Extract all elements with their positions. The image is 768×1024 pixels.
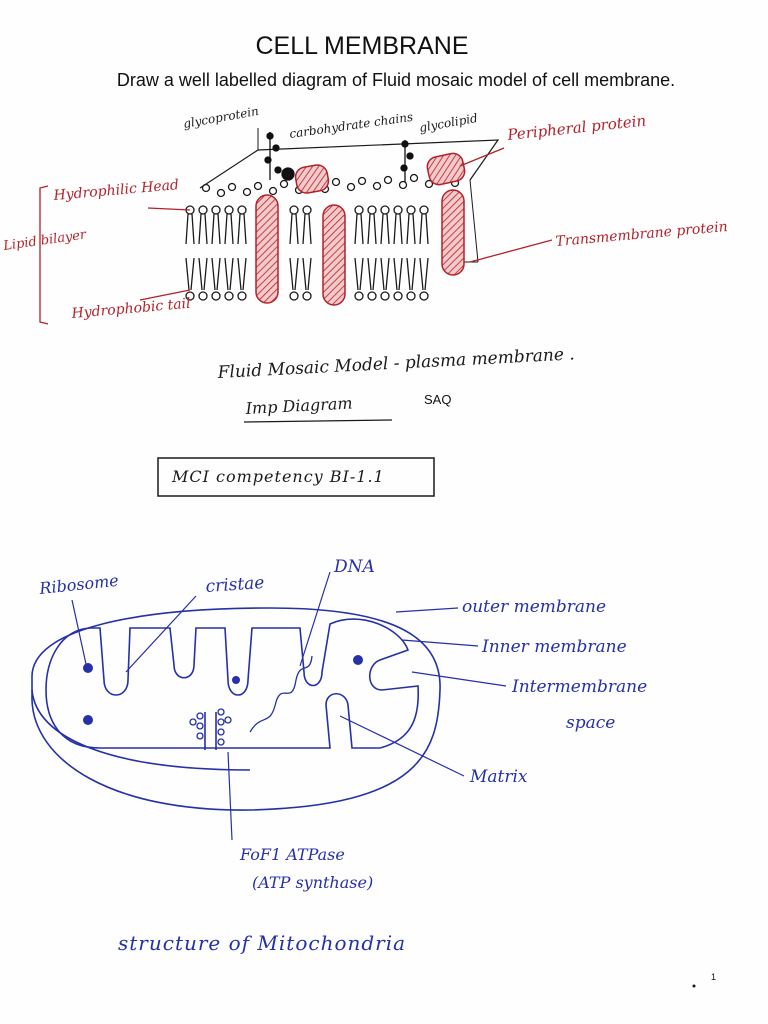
lipid-head <box>185 291 195 301</box>
lipid-head <box>268 186 278 196</box>
lipid-head <box>201 183 211 193</box>
label-lipid-bilayer: Lipid bilayer <box>1 227 87 254</box>
lipid-head <box>383 175 393 185</box>
lipid-head <box>279 179 289 189</box>
lipid-head <box>372 181 382 191</box>
lipid-tail <box>302 213 312 245</box>
lipid-head <box>289 291 299 301</box>
lipid-tail <box>237 257 247 291</box>
lipid-tail <box>354 213 364 245</box>
page-number: 1 <box>711 972 716 982</box>
lipid-head <box>237 291 247 301</box>
lipid-head <box>367 205 377 215</box>
lipid-tail <box>380 257 390 291</box>
label-intermembrane: Intermembrane <box>511 677 647 697</box>
lipid-head <box>198 291 208 301</box>
lipid-head <box>393 205 403 215</box>
label-carbohydrate-chains: carbohydrate chains <box>288 110 413 141</box>
lipid-tail <box>419 213 429 245</box>
lipid-head <box>367 291 377 301</box>
lipid-tail <box>380 213 390 245</box>
label-inner-membrane: Inner membrane <box>481 637 627 657</box>
lipid-tail <box>211 257 221 291</box>
lipid-tail <box>185 213 195 245</box>
lipid-tail <box>406 257 416 291</box>
lipid-head <box>380 291 390 301</box>
mitochondria-caption: structure of Mitochondria <box>118 931 406 955</box>
lipid-head <box>242 187 252 197</box>
label-outer-membrane: outer membrane <box>462 597 606 617</box>
lipid-head <box>211 205 221 215</box>
page-title: CELL MEMBRANE <box>255 32 468 60</box>
label-peripheral-protein: Peripheral protein <box>506 112 647 145</box>
lipid-head <box>224 291 234 301</box>
lipid-tail <box>367 257 377 291</box>
label-f0f1-atpase: FoF1 ATPase <box>239 845 345 864</box>
lipid-head <box>302 291 312 301</box>
lipid-tail <box>198 213 208 245</box>
label-matrix: Matrix <box>469 767 528 787</box>
lipid-tail <box>224 257 234 291</box>
lipid-head <box>354 291 364 301</box>
lipid-tail <box>406 213 416 245</box>
lipid-tail <box>367 213 377 245</box>
lipid-tail <box>289 257 299 291</box>
lipid-head <box>302 205 312 215</box>
lipid-head <box>237 205 247 215</box>
lipid-tail <box>302 257 312 291</box>
lipid-tail <box>198 257 208 291</box>
imp-diagram-label: Imp Diagram <box>244 393 353 418</box>
question-text: Draw a well labelled diagram of Fluid mo… <box>117 70 675 90</box>
lipid-tail <box>289 213 299 245</box>
lipid-tail <box>393 213 403 245</box>
lipid-head <box>198 205 208 215</box>
label-glycolipid: glycolipid <box>418 111 479 135</box>
label-cristae: cristae <box>205 573 265 597</box>
lipid-head <box>346 182 356 192</box>
lipid-head <box>393 291 403 301</box>
saq-label: SAQ <box>424 392 451 407</box>
lipid-head <box>419 205 429 215</box>
label-dna: DNA <box>333 557 375 577</box>
lipid-tail <box>393 257 403 291</box>
lipid-head <box>224 205 234 215</box>
lipid-head <box>216 188 226 198</box>
lipid-head <box>380 205 390 215</box>
label-transmembrane-protein: Transmembrane protein <box>555 219 728 250</box>
lipid-head <box>211 291 221 301</box>
lipid-tail <box>237 213 247 245</box>
label-hydrophilic-head: Hydrophilic Head <box>52 177 180 204</box>
lipid-head <box>406 291 416 301</box>
label-space: space <box>566 713 615 733</box>
label-glycoprotein: glycoprotein <box>182 104 260 131</box>
lipid-tail <box>419 257 429 291</box>
lipid-head <box>398 180 408 190</box>
label-hydrophobic-tail: Hydrophobic tail <box>70 296 191 322</box>
label-ribosome: Ribosome <box>37 571 119 598</box>
lipid-head <box>354 205 364 215</box>
competency-text: MCI competency BI-1.1 <box>171 467 385 486</box>
lipid-head <box>289 205 299 215</box>
lipid-tail <box>185 257 195 291</box>
membrane-caption: Fluid Mosaic Model - plasma membrane . <box>216 344 575 383</box>
lipid-head <box>253 181 263 191</box>
lipid-head <box>331 177 341 187</box>
lipid-head <box>409 173 419 183</box>
lipid-head <box>419 291 429 301</box>
lipid-head <box>406 205 416 215</box>
membrane-drawing <box>185 128 500 301</box>
lipid-head <box>357 176 367 186</box>
lipid-tail <box>354 257 364 291</box>
lipid-tail <box>211 213 221 245</box>
membrane-proteins <box>255 152 466 306</box>
mitochondrion-drawing <box>31 571 507 841</box>
lipid-tail <box>224 213 234 245</box>
lipid-head <box>424 179 434 189</box>
competency-box <box>157 457 435 497</box>
label-atp-synthase: (ATP synthase) <box>252 873 373 892</box>
lipid-head <box>227 182 237 192</box>
